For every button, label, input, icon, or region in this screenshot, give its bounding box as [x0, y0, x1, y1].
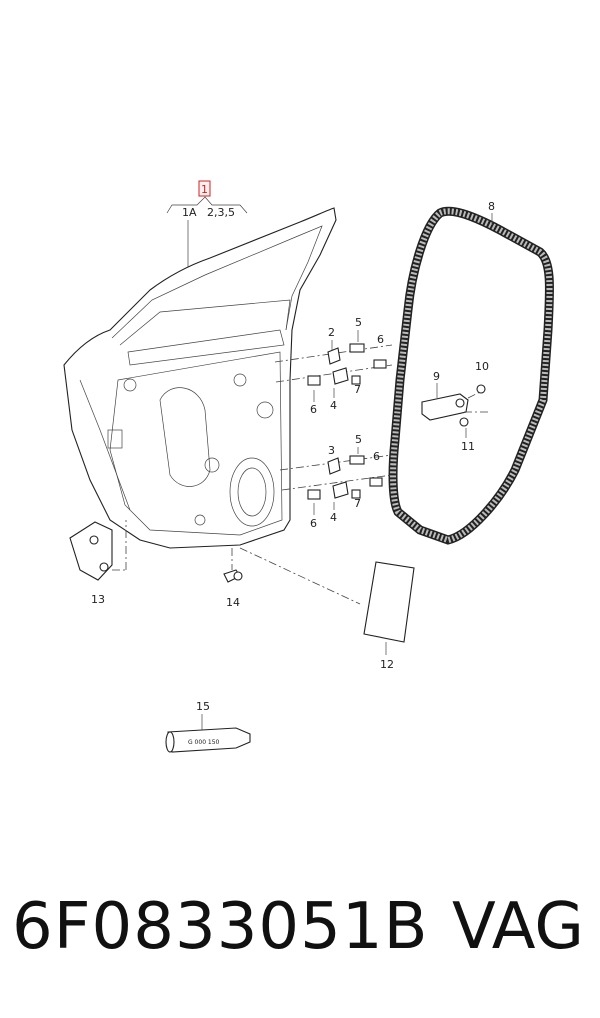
- check-strap[interactable]: [421, 393, 469, 421]
- speaker-opening: [229, 457, 275, 527]
- callout-7-upper: 7: [354, 383, 361, 396]
- callout-1-label: 1: [201, 183, 208, 196]
- nut-7-upper-shape: [351, 375, 361, 385]
- seal-texture: [390, 208, 553, 544]
- bolt-6-lower-left-head: [307, 489, 321, 500]
- window-frame-inner: [111, 225, 323, 339]
- callout-15: 15: [196, 700, 210, 713]
- callout-1-brace: [166, 196, 248, 214]
- bolt-14[interactable]: [223, 569, 243, 583]
- mount-hole-4: [194, 514, 206, 526]
- door-edge-line: [79, 379, 131, 511]
- window-sill-line: [119, 299, 291, 346]
- bolt-6-upper-left-head: [307, 375, 321, 386]
- hinge-upper-part-2-shape: [327, 347, 341, 365]
- hinge-upper-part-4-shape: [332, 367, 349, 385]
- callout-4-lower: 4: [330, 511, 337, 524]
- mount-hole-3: [123, 378, 137, 392]
- bolt-5-upper-head: [349, 343, 365, 353]
- bolt-11[interactable]: [459, 411, 490, 427]
- callout-5-upper: 5: [355, 316, 362, 329]
- callout-11: 11: [461, 440, 475, 453]
- callout-4-upper: 4: [330, 399, 337, 412]
- damping-pad-12-axis: [239, 547, 361, 605]
- bolt-5-lower-head: [349, 455, 365, 465]
- door-shell[interactable]: [63, 207, 337, 549]
- inner-door-panel: [109, 351, 283, 536]
- callout-1a-label: 1A: [182, 206, 197, 219]
- check-strap-pin: [455, 398, 465, 408]
- brand-name: VAG: [452, 890, 584, 964]
- hinge-lower-part-3-shape: [327, 457, 341, 475]
- bracket-13-hole-1: [89, 535, 99, 545]
- callout-6-lower-right: 6: [373, 450, 380, 463]
- hinge-upper-axis-2: [275, 364, 393, 383]
- door-seal[interactable]: [388, 206, 555, 545]
- bolt-10-head: [476, 384, 486, 394]
- bolt-6-upper-left[interactable]: [307, 375, 321, 386]
- bolt-6-lower-right-head: [369, 477, 383, 487]
- grease-tube-15[interactable]: G 000 150: [165, 727, 251, 753]
- nut-7-upper[interactable]: [351, 375, 361, 385]
- bolt-10-axis: [467, 391, 481, 399]
- bolt-10[interactable]: [467, 384, 486, 399]
- bolt-6-lower-right[interactable]: [369, 477, 383, 487]
- grease-tube-15-cap: [165, 731, 175, 753]
- callout-10: 10: [475, 360, 489, 373]
- callout-1-box: [198, 180, 211, 197]
- callout-8: 8: [488, 200, 495, 213]
- callout-2: 2: [328, 326, 335, 339]
- hinge-lower-axis-1: [279, 454, 393, 471]
- bolt-6-lower-left[interactable]: [307, 489, 321, 500]
- bolt-5-upper[interactable]: [349, 343, 365, 353]
- callout-1-group[interactable]: 1: [198, 180, 211, 197]
- callout-13: 13: [91, 593, 105, 606]
- bolt-5-lower[interactable]: [349, 455, 365, 465]
- grease-tube-15-body: [167, 727, 251, 753]
- callout-6-upper-left: 6: [310, 403, 317, 416]
- bolt-6-upper-right-head: [373, 359, 387, 369]
- lock-cutout: [107, 429, 123, 449]
- bolt-11-head: [459, 417, 469, 427]
- damping-pad-12-body: [363, 561, 415, 643]
- mount-hole-2: [204, 457, 220, 473]
- callout-7-lower: 7: [354, 497, 361, 510]
- nut-7-lower[interactable]: [351, 489, 361, 499]
- callout-6-upper-right: 6: [377, 333, 384, 346]
- hinge-lower-part-3[interactable]: [327, 457, 341, 475]
- bolt-14-head: [233, 571, 243, 581]
- callout-14: 14: [226, 596, 240, 609]
- callout-3: 3: [328, 444, 335, 457]
- callout-6-lower-left: 6: [310, 517, 317, 530]
- mount-hole-1: [256, 401, 274, 419]
- bracket-13[interactable]: [69, 521, 113, 581]
- callout-9: 9: [433, 370, 440, 383]
- speaker-opening-inner: [237, 467, 267, 517]
- nut-7-lower-shape: [351, 489, 361, 499]
- callout-235-label: 2,3,5: [207, 206, 235, 219]
- part-number: 6F0833051B: [12, 890, 429, 964]
- access-opening-1: [159, 387, 211, 487]
- bracket-13-body: [69, 521, 113, 581]
- mount-hole-5: [233, 373, 247, 387]
- callout-12: 12: [380, 658, 394, 671]
- bracket-13-hole-2: [99, 562, 109, 572]
- hinge-upper-part-4[interactable]: [332, 367, 349, 385]
- belt-line-strip: [127, 329, 285, 366]
- damping-pad-12[interactable]: [363, 561, 415, 643]
- callout-5-lower: 5: [355, 433, 362, 446]
- hinge-lower-part-4[interactable]: [332, 481, 349, 499]
- grease-tube-15-text: G 000 150: [188, 739, 220, 746]
- hinge-upper-part-2[interactable]: [327, 347, 341, 365]
- hinge-lower-part-4-shape: [332, 481, 349, 499]
- door-outer-panel: [63, 207, 337, 549]
- bolt-6-upper-right[interactable]: [373, 359, 387, 369]
